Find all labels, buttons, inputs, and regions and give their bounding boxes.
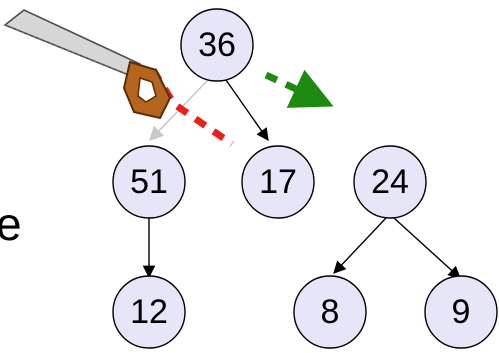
node-label: 9 — [452, 293, 471, 331]
node-label: 51 — [130, 163, 168, 201]
node-51: 51 — [112, 145, 186, 219]
edge-24-8 — [333, 217, 387, 274]
node-17: 17 — [241, 145, 315, 219]
node-36: 36 — [180, 8, 254, 82]
node-8: 8 — [293, 275, 367, 349]
node-label: 8 — [321, 293, 340, 331]
side-text: e — [0, 198, 22, 250]
node-label: 12 — [130, 293, 168, 331]
tree-nodes: 36 51 17 24 12 8 9 — [112, 8, 498, 349]
node-label: 36 — [198, 26, 236, 64]
move-arrow — [264, 69, 334, 108]
node-24: 24 — [353, 145, 427, 219]
saw-icon — [3, 9, 172, 120]
node-9: 9 — [424, 275, 498, 349]
edge-36-17 — [225, 79, 269, 142]
node-label: 17 — [259, 163, 297, 201]
node-label: 24 — [371, 163, 409, 201]
edge-24-9 — [393, 217, 461, 279]
node-12: 12 — [112, 275, 186, 349]
